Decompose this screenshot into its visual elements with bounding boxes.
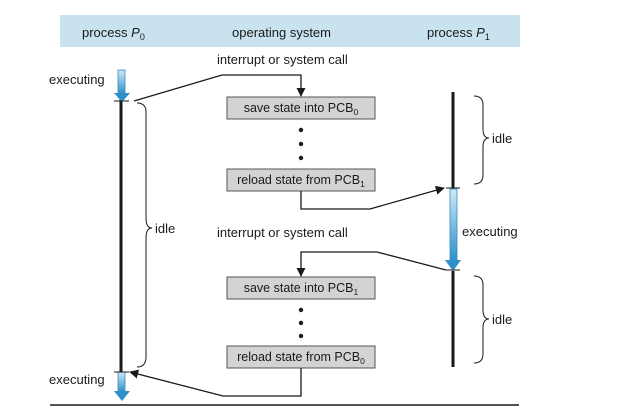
ellipsis-dot-2c <box>298 333 304 339</box>
interrupt-label-mid: interrupt or system call <box>217 225 348 240</box>
header-process-p0: process P0 <box>82 25 145 42</box>
p1-idle-brace-bottom <box>473 275 490 364</box>
ellipsis-dot-1c <box>298 155 304 161</box>
p0-exec-arrow-top <box>114 93 130 102</box>
ellipsis-dot-2b <box>298 320 304 326</box>
executing-label-p1: executing <box>462 224 518 239</box>
ellipsis-dot-1b <box>298 141 304 147</box>
header-operating-system: operating system <box>232 25 331 40</box>
ellipsis-dot-1a <box>298 127 304 133</box>
arrow-reload-1-to-p1 <box>300 185 445 210</box>
p0-idle-brace <box>136 102 153 368</box>
save-state-box-2-text: save state into PCB1 <box>244 281 359 297</box>
save-state-box-1-text: save state into PCB0 <box>244 101 359 117</box>
p1-idle-brace-top <box>473 95 490 185</box>
arrow-p1-to-save-2 <box>296 251 447 277</box>
p0-exec-shaft-bottom <box>117 371 126 393</box>
idle-label-p0: idle <box>155 221 175 236</box>
idle-label-p1-top: idle <box>492 131 512 146</box>
reload-state-box-2-text: reload state from PCB0 <box>237 350 365 366</box>
p0-exec-arrow-bottom <box>114 391 130 401</box>
p1-exec-arrow <box>445 260 461 271</box>
executing-label-p0-bottom: executing <box>49 372 105 387</box>
header-band <box>60 15 520 47</box>
save-state-box-2 <box>226 276 376 300</box>
header-process-p1: process P1 <box>427 25 490 42</box>
interrupt-label-top: interrupt or system call <box>217 52 348 67</box>
p1-exec-shaft <box>449 188 458 262</box>
save-state-box-1 <box>226 96 376 120</box>
arrow-reload-2-to-p0 <box>129 368 302 397</box>
idle-label-p1-bottom: idle <box>492 312 512 327</box>
ellipsis-dot-2a <box>298 307 304 313</box>
reload-state-box-1-text: reload state from PCB1 <box>237 173 365 189</box>
arrow-p0-to-save-1 <box>133 74 306 102</box>
p0-exec-shaft-top <box>117 69 126 95</box>
executing-label-p0-top: executing <box>49 72 105 87</box>
